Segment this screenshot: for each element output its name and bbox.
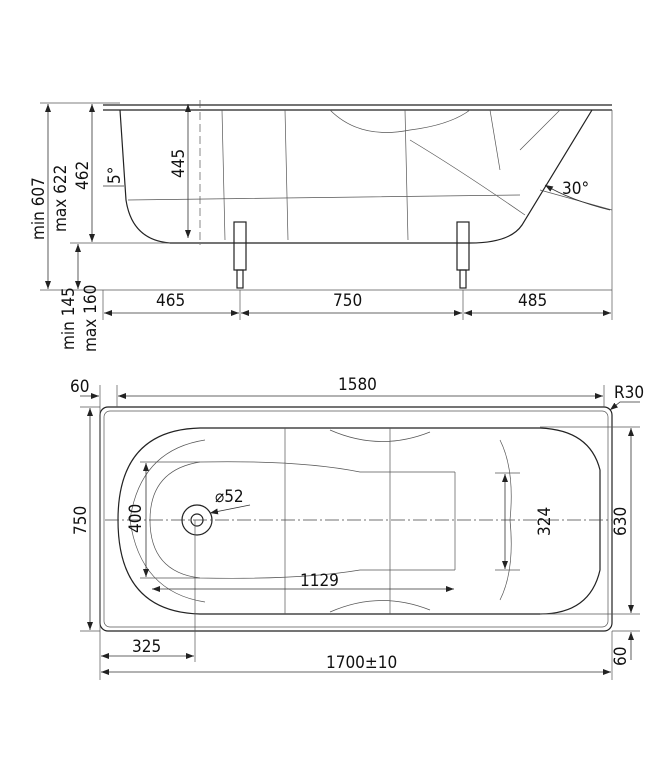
- drain-hole: [181, 504, 213, 536]
- side-view: min 607 max 622 462 445 5° 30° min 145 m…: [29, 100, 613, 352]
- label-backrest-angle: 30°: [562, 179, 589, 199]
- top-view: 60 1580 R30 750 400 ⌀52 324 630 1129 325…: [70, 375, 644, 680]
- rim-top: [103, 104, 612, 111]
- label-tub-height: 462: [73, 161, 93, 190]
- label-inner-length: 1580: [338, 375, 377, 395]
- label-overall-length: 1700±10: [326, 653, 397, 673]
- label-left-offset: 465: [156, 291, 185, 311]
- label-rim-width-bottom: 60: [611, 647, 631, 666]
- label-overall-height-min: min 607: [29, 177, 49, 240]
- label-rim-width: 60: [70, 377, 89, 397]
- rim-inner-edge: [103, 410, 609, 628]
- extension-lines: [40, 102, 613, 320]
- dim-drain-leader: [209, 504, 251, 515]
- leg-right: [456, 221, 470, 289]
- label-overall-width: 750: [71, 506, 91, 535]
- label-corner-radius: R30: [614, 383, 644, 403]
- label-drain-diameter: ⌀52: [215, 487, 244, 507]
- leg-left: [233, 221, 247, 289]
- label-drain-offset: 325: [132, 637, 161, 657]
- label-left-wall-angle: 5°: [105, 167, 125, 184]
- label-inner-width: 630: [611, 507, 631, 536]
- bowl-outline: [117, 427, 601, 615]
- label-overall-height-max: max 622: [51, 165, 71, 232]
- label-inner-depth: 445: [169, 149, 189, 178]
- drain-hole-inner: [190, 513, 204, 527]
- tub-inner-lines: [127, 109, 561, 241]
- label-leg-height-min: min 145: [59, 287, 79, 350]
- label-seat-width: 400: [126, 504, 146, 533]
- label-leg-spacing: 750: [333, 291, 362, 311]
- label-bottom-length: 1129: [300, 571, 339, 591]
- label-right-offset: 485: [518, 291, 547, 311]
- label-leg-height-max: max 160: [81, 285, 101, 352]
- dim-radius-leader: [609, 401, 640, 411]
- angle-arc-30: [544, 184, 611, 211]
- label-head-width: 324: [535, 507, 555, 536]
- tub-body-outline: [119, 109, 593, 244]
